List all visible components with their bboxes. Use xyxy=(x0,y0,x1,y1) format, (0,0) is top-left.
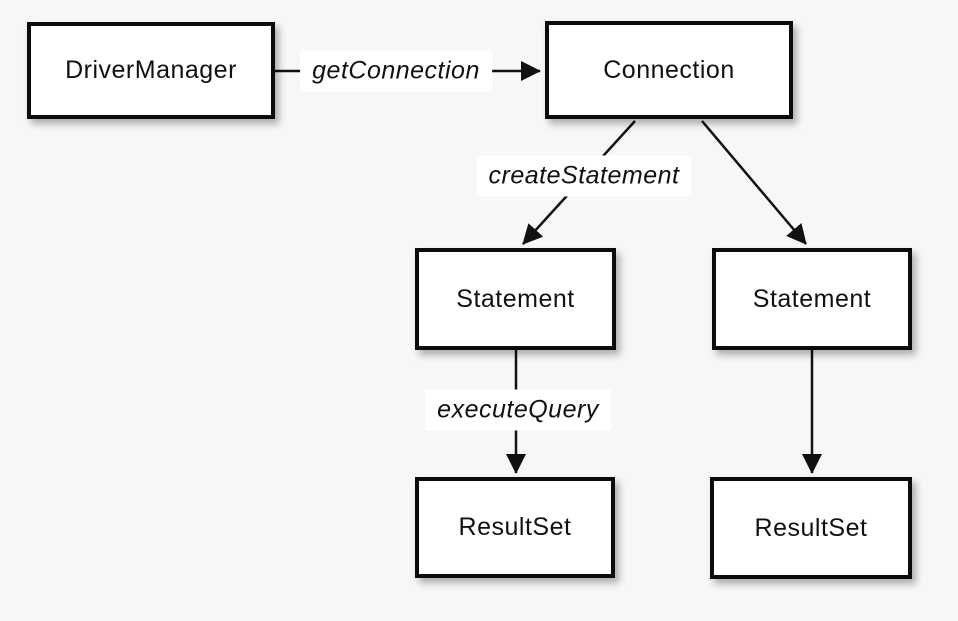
node-resultset-right: ResultSet xyxy=(710,477,912,579)
edge-connection-statement-right-line xyxy=(701,120,807,245)
node-statement-left-label: Statement xyxy=(456,284,575,313)
node-driver-manager: DriverManager xyxy=(27,22,275,119)
edge-label-getconnection: getConnection xyxy=(300,50,492,92)
node-statement-right-label: Statement xyxy=(752,284,872,313)
node-connection: Connection xyxy=(545,21,793,119)
node-connection-label: Connection xyxy=(603,55,735,84)
node-resultset-left-label: ResultSet xyxy=(458,513,572,541)
node-statement-left: Statement xyxy=(415,248,616,350)
node-resultset-right-label: ResultSet xyxy=(754,513,868,542)
edge-label-createstatement: createStatement xyxy=(476,155,692,197)
node-resultset-left: ResultSet xyxy=(415,477,615,578)
node-driver-manager-label: DriverManager xyxy=(65,56,237,84)
node-statement-right: Statement xyxy=(712,248,912,350)
edge-label-executequery: executeQuery xyxy=(425,389,611,431)
